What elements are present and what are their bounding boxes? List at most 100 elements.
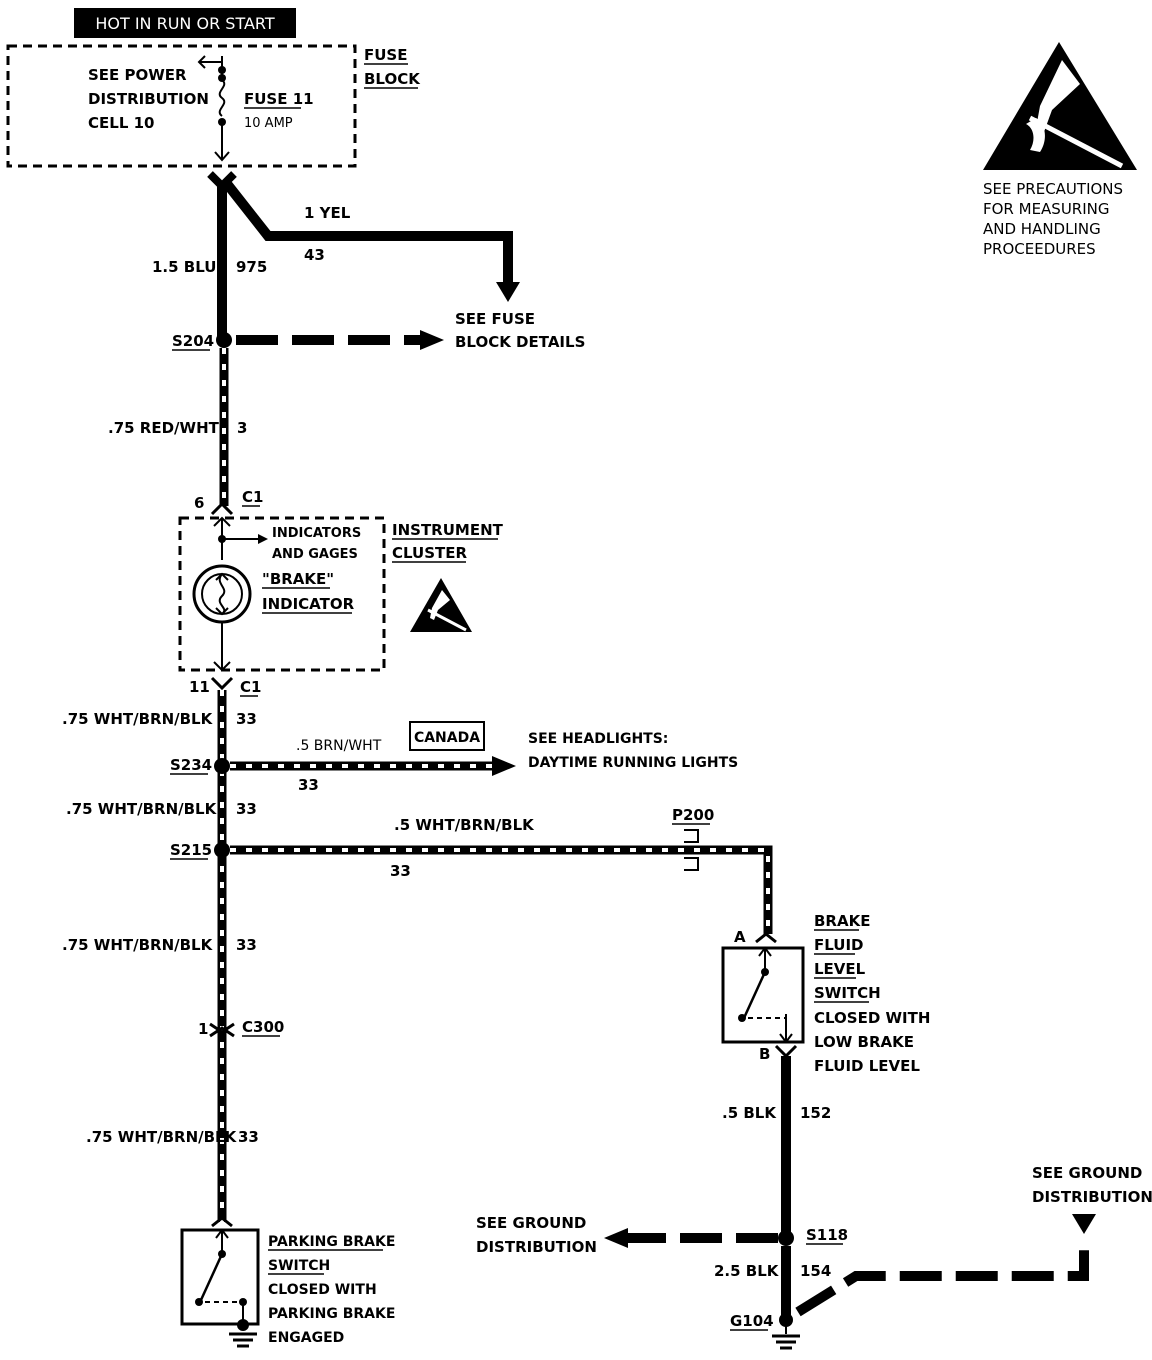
splice-s215-label: S215 xyxy=(170,841,212,859)
wire-blk152-circuit: 152 xyxy=(800,1104,831,1122)
wire-blk154-circuit: 154 xyxy=(800,1262,831,1280)
precautions-line2: FOR MEASURING xyxy=(983,200,1110,218)
brake-indicator-line2: INDICATOR xyxy=(262,595,355,613)
wire-wbb4-circuit: 33 xyxy=(238,1128,259,1146)
see-power-line2: DISTRIBUTION xyxy=(88,90,209,108)
ground-g104-label: G104 xyxy=(730,1312,774,1330)
bulb-icon xyxy=(192,564,252,624)
see-power-line1: SEE POWER xyxy=(88,66,187,84)
fuse-block-title-line2: BLOCK xyxy=(364,70,421,88)
splice-s118-label: S118 xyxy=(806,1226,848,1244)
pin-b-label: B xyxy=(759,1045,770,1063)
hot-in-run-label: HOT IN RUN OR START xyxy=(95,14,275,33)
wire-brnwht-label: .5 BRN/WHT xyxy=(296,738,382,754)
wire-152-blk: .5 BLK 152 xyxy=(722,1056,831,1236)
brake-fluid-level-switch: A B BRAKE FLUID LEVEL SWITCH CLOSED WITH… xyxy=(721,912,930,1075)
wire-redwht-label: .75 RED/WHT xyxy=(108,419,220,437)
indicators-line2: AND GAGES xyxy=(272,547,358,562)
fluid-switch-line7: FLUID LEVEL xyxy=(814,1057,920,1075)
indicators-line1: INDICATORS xyxy=(272,526,361,541)
brake-indicator-line1: "BRAKE" xyxy=(262,570,334,588)
parking-switch-line2: SWITCH xyxy=(268,1258,330,1274)
wire-wbb1-circuit: 33 xyxy=(236,710,257,728)
wire-yel-circuit: 43 xyxy=(304,246,325,264)
wire-wbb3-label: .75 WHT/BRN/BLK xyxy=(62,936,214,954)
wire-3-red-wht: .75 RED/WHT 3 xyxy=(108,348,247,506)
fuse-rating: 10 AMP xyxy=(244,116,293,131)
canada-badge: CANADA xyxy=(414,730,480,746)
parking-switch-line5: ENGAGED xyxy=(268,1330,344,1346)
fuse-icon xyxy=(197,55,230,162)
fuse-details-line2: BLOCK DETAILS xyxy=(455,333,585,351)
ground-symbol-icon xyxy=(772,1326,800,1350)
ground-symbol-icon xyxy=(229,1332,257,1348)
parking-switch-line1: PARKING BRAKE xyxy=(268,1234,395,1250)
precautions-note: SEE PRECAUTIONS FOR MEASURING AND HANDLI… xyxy=(983,42,1137,258)
splice-s118: S118 SEE GROUND DISTRIBUTION xyxy=(476,1214,848,1256)
wire-wbb-small-label: .5 WHT/BRN/BLK xyxy=(394,816,535,834)
splice-s204: S204 SEE FUSE BLOCK DETAILS xyxy=(172,310,585,351)
parking-switch-line3: CLOSED WITH xyxy=(268,1282,377,1298)
fluid-switch-line1: BRAKE xyxy=(814,912,870,930)
c1-top-pin: 6 xyxy=(194,494,204,512)
fluid-switch-line6: LOW BRAKE xyxy=(814,1033,914,1051)
c1-bottom-label: C1 xyxy=(240,678,261,696)
p200-label: P200 xyxy=(672,806,714,824)
wire-blu-circuit: 975 xyxy=(236,258,267,276)
fuse-block-title-line1: FUSE xyxy=(364,46,407,64)
ground-left-line2: DISTRIBUTION xyxy=(476,1238,597,1256)
precautions-line4: PROCEEDURES xyxy=(983,240,1096,258)
wire-wbb1-label: .75 WHT/BRN/BLK xyxy=(62,710,214,728)
connector-c300: 1 C300 xyxy=(198,1018,284,1038)
wire-redwht-circuit: 3 xyxy=(237,419,247,437)
see-power-line3: CELL 10 xyxy=(88,114,154,132)
wire-33-trunk: .75 WHT/BRN/BLK 33 .75 WHT/BRN/BLK 33 .7… xyxy=(62,690,259,1222)
cluster-title-line2: CLUSTER xyxy=(392,544,467,562)
esd-warning-icon xyxy=(983,42,1137,170)
wire-blk154-label: 2.5 BLK xyxy=(714,1262,780,1280)
connector-p200: P200 xyxy=(672,806,714,871)
wire-154-blk: 2.5 BLK 154 xyxy=(714,1246,831,1318)
wire-blk152-label: .5 BLK xyxy=(722,1104,777,1122)
headlights-line1: SEE HEADLIGHTS: xyxy=(528,731,668,747)
parking-brake-switch: PARKING BRAKE SWITCH CLOSED WITH PARKING… xyxy=(180,1216,395,1348)
wire-wbb2-circuit: 33 xyxy=(236,800,257,818)
splice-s234: S234 .5 BRN/WHT 33 CANADA SEE HEADLIGHTS… xyxy=(170,721,738,794)
fluid-switch-line2: FLUID xyxy=(814,936,863,954)
splice-s234-label: S234 xyxy=(170,756,212,774)
headlights-line2: DAYTIME RUNNING LIGHTS xyxy=(528,755,738,771)
c300-label: C300 xyxy=(242,1018,284,1036)
fuse-block: SEE POWER DISTRIBUTION CELL 10 FUSE 11 1… xyxy=(6,44,421,168)
wire-975-blu: 1.5 BLU 975 xyxy=(152,171,267,340)
pin-a-label: A xyxy=(734,928,746,946)
fluid-switch-line3: LEVEL xyxy=(814,960,866,978)
hot-in-run-header: HOT IN RUN OR START xyxy=(74,8,296,38)
parking-switch-line4: PARKING BRAKE xyxy=(268,1306,395,1322)
wire-wbb4-label: .75 WHT/BRN/BLK xyxy=(86,1128,238,1146)
splice-s204-label: S204 xyxy=(172,332,214,350)
wire-wbb3-circuit: 33 xyxy=(236,936,257,954)
wire-wbb2-label: .75 WHT/BRN/BLK xyxy=(66,800,218,818)
wire-yel-label: 1 YEL xyxy=(304,204,351,222)
ground-g104: G104 SEE GROUND DISTRIBUTION xyxy=(730,1164,1152,1350)
precautions-line1: SEE PRECAUTIONS xyxy=(983,180,1123,198)
c1-bottom-pin: 11 xyxy=(189,678,210,696)
fluid-switch-line4: SWITCH xyxy=(814,984,881,1002)
precautions-line3: AND HANDLING xyxy=(983,220,1101,238)
wire-43-yel: 1 YEL 43 xyxy=(220,176,520,302)
ground-right-line1: SEE GROUND xyxy=(1032,1164,1142,1182)
cluster-title-line1: INSTRUMENT xyxy=(392,521,504,539)
instrument-cluster: INDICATORS AND GAGES "BRAKE" INDICATOR I… xyxy=(178,516,504,672)
connector-c1-bottom: 11 C1 xyxy=(189,676,261,697)
wire-blu-label: 1.5 BLU xyxy=(152,258,216,276)
wire-wbb-small-circuit: 33 xyxy=(390,862,411,880)
connector-c1-top: 6 C1 xyxy=(194,488,263,516)
fluid-switch-line5: CLOSED WITH xyxy=(814,1009,930,1027)
c1-top-label: C1 xyxy=(242,488,263,506)
splice-s215: S215 .5 WHT/BRN/BLK 33 xyxy=(170,816,773,934)
wire-brnwht-circuit: 33 xyxy=(298,776,319,794)
ground-left-line1: SEE GROUND xyxy=(476,1214,586,1232)
fuse-details-line1: SEE FUSE xyxy=(455,310,535,328)
fuse-name: FUSE 11 xyxy=(244,90,314,108)
